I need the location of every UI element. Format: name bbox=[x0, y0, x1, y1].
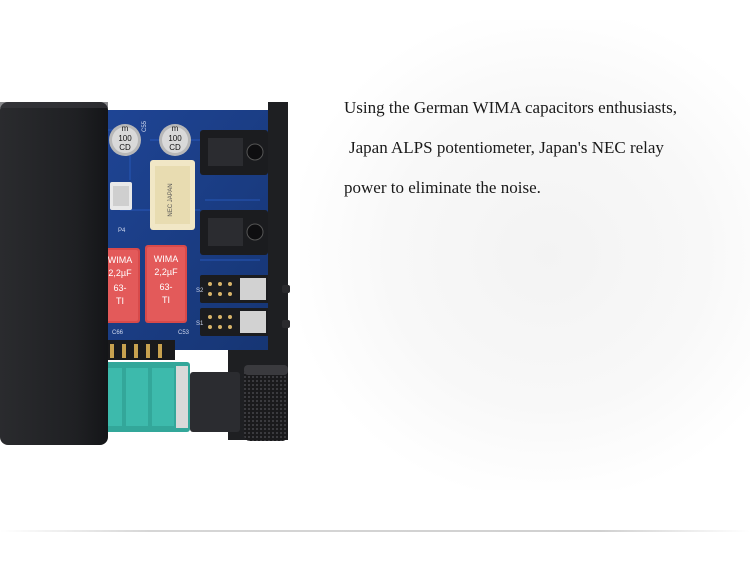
wima-left-l4: TI bbox=[116, 296, 124, 306]
audio-jack-bottom bbox=[200, 210, 268, 255]
relay-label: NEC JAPAN bbox=[168, 183, 174, 216]
white-connector bbox=[110, 182, 132, 210]
wima-right-l3: 63- bbox=[159, 282, 172, 292]
caption-line-3: power to eliminate the noise. bbox=[344, 178, 541, 197]
audio-jack-top bbox=[200, 130, 268, 175]
volume-knob bbox=[190, 365, 288, 441]
wima-left-l1: WIMA bbox=[108, 255, 133, 265]
part-label-c66: C66 bbox=[112, 330, 124, 336]
cap-right-line1: 100 bbox=[168, 134, 182, 143]
capacitor-right: m 100 CD bbox=[159, 124, 191, 156]
connector-label: P4 bbox=[118, 228, 126, 234]
cap-left-top: m bbox=[122, 124, 129, 133]
cap-left-line1: 100 bbox=[118, 134, 132, 143]
cap-left-id: C55 bbox=[142, 120, 148, 132]
wima-right-l4: TI bbox=[162, 295, 170, 305]
floor-line bbox=[0, 530, 750, 532]
wima-left-l3: 63- bbox=[113, 283, 126, 293]
pin-header bbox=[105, 340, 175, 360]
switch-label-s2: S2 bbox=[196, 288, 204, 294]
caption-line-1: Using the German WIMA capacitors enthusi… bbox=[344, 98, 678, 117]
wima-right-l1: WIMA bbox=[154, 254, 179, 264]
amplifier-board-photo: m 100 CD C55 m 100 CD NEC JAPAN P4 WIMA … bbox=[0, 102, 290, 445]
teal-connector bbox=[95, 362, 190, 432]
cap-left-line2: CD bbox=[119, 143, 131, 152]
capacitor-left: m 100 CD bbox=[109, 124, 141, 156]
caption-line-2: Japan ALPS potentiometer, Japan's NEC re… bbox=[349, 138, 664, 157]
wima-left-l2: 2,2µF bbox=[108, 268, 132, 278]
chassis-front-plate bbox=[228, 102, 288, 440]
wima-right-l2: 2,2µF bbox=[154, 267, 178, 277]
switch-top bbox=[200, 275, 270, 303]
background-glow bbox=[300, 20, 750, 490]
cap-right-top: m bbox=[172, 124, 179, 133]
wima-capacitor-left: WIMA 2,2µF 63- TI bbox=[100, 248, 140, 323]
nec-relay: NEC JAPAN bbox=[150, 160, 195, 230]
cap-right-line2: CD bbox=[169, 143, 181, 152]
chassis-left bbox=[0, 102, 108, 445]
switch-label-s1: S1 bbox=[196, 321, 204, 327]
part-label-c53: C53 bbox=[178, 330, 190, 336]
wima-capacitor-right: WIMA 2,2µF 63- TI bbox=[145, 245, 187, 323]
switch-bottom bbox=[200, 308, 270, 336]
caption: Using the German WIMA capacitors enthusi… bbox=[344, 88, 677, 208]
